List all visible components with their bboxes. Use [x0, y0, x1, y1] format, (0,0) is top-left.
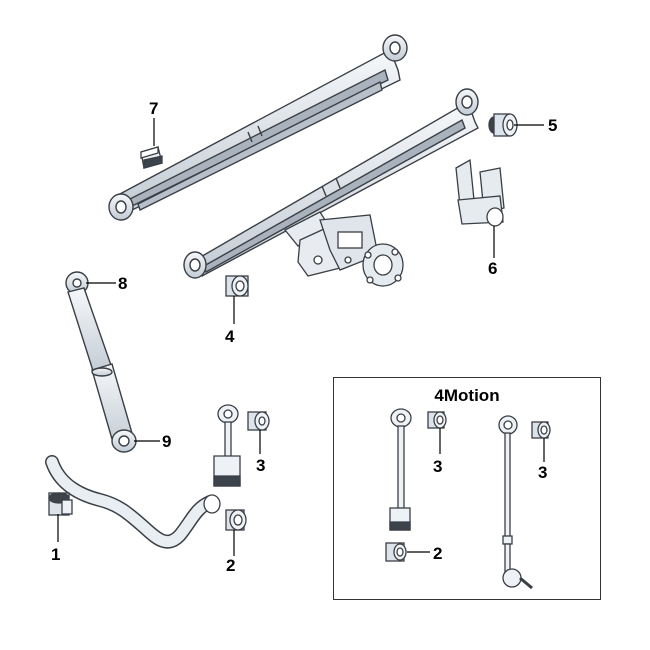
spring-clip — [140, 146, 163, 169]
callout-1: 1 — [51, 545, 61, 564]
drop-link — [213, 404, 241, 487]
leader-lines — [57, 118, 545, 556]
inset-bushing-3b — [531, 421, 551, 439]
bushing-3 — [247, 411, 270, 431]
lower-leaf-spring — [183, 88, 479, 279]
shackle-bracket — [455, 158, 505, 227]
callout-7: 7 — [149, 99, 159, 118]
4motion-inset: 4Motion — [333, 377, 601, 600]
inset-callout-3b: 3 — [538, 463, 548, 482]
bushing-2 — [225, 509, 247, 531]
inset-drop-link — [389, 408, 412, 531]
bushing-5 — [488, 113, 518, 137]
inset-bushing-2 — [385, 542, 407, 562]
anti-roll-bar — [45, 455, 221, 549]
callout-6: 6 — [488, 259, 498, 278]
callout-5: 5 — [548, 116, 558, 135]
shock-absorber — [65, 271, 137, 453]
callout-2: 2 — [226, 556, 236, 575]
callout-4: 4 — [225, 327, 235, 346]
callout-3: 3 — [256, 456, 266, 475]
callout-9: 9 — [162, 432, 172, 451]
bushing-4 — [225, 275, 249, 297]
axle-mount — [283, 211, 404, 287]
bushing-1 — [48, 492, 73, 516]
upper-leaf-spring — [108, 34, 408, 221]
inset-callout-2: 2 — [433, 544, 443, 563]
inset-bushing-3a — [427, 411, 447, 429]
inset-long-link — [498, 415, 533, 590]
callout-8: 8 — [118, 274, 128, 293]
inset-callout-3a: 3 — [433, 457, 443, 476]
inset-title: 4Motion — [434, 386, 500, 405]
